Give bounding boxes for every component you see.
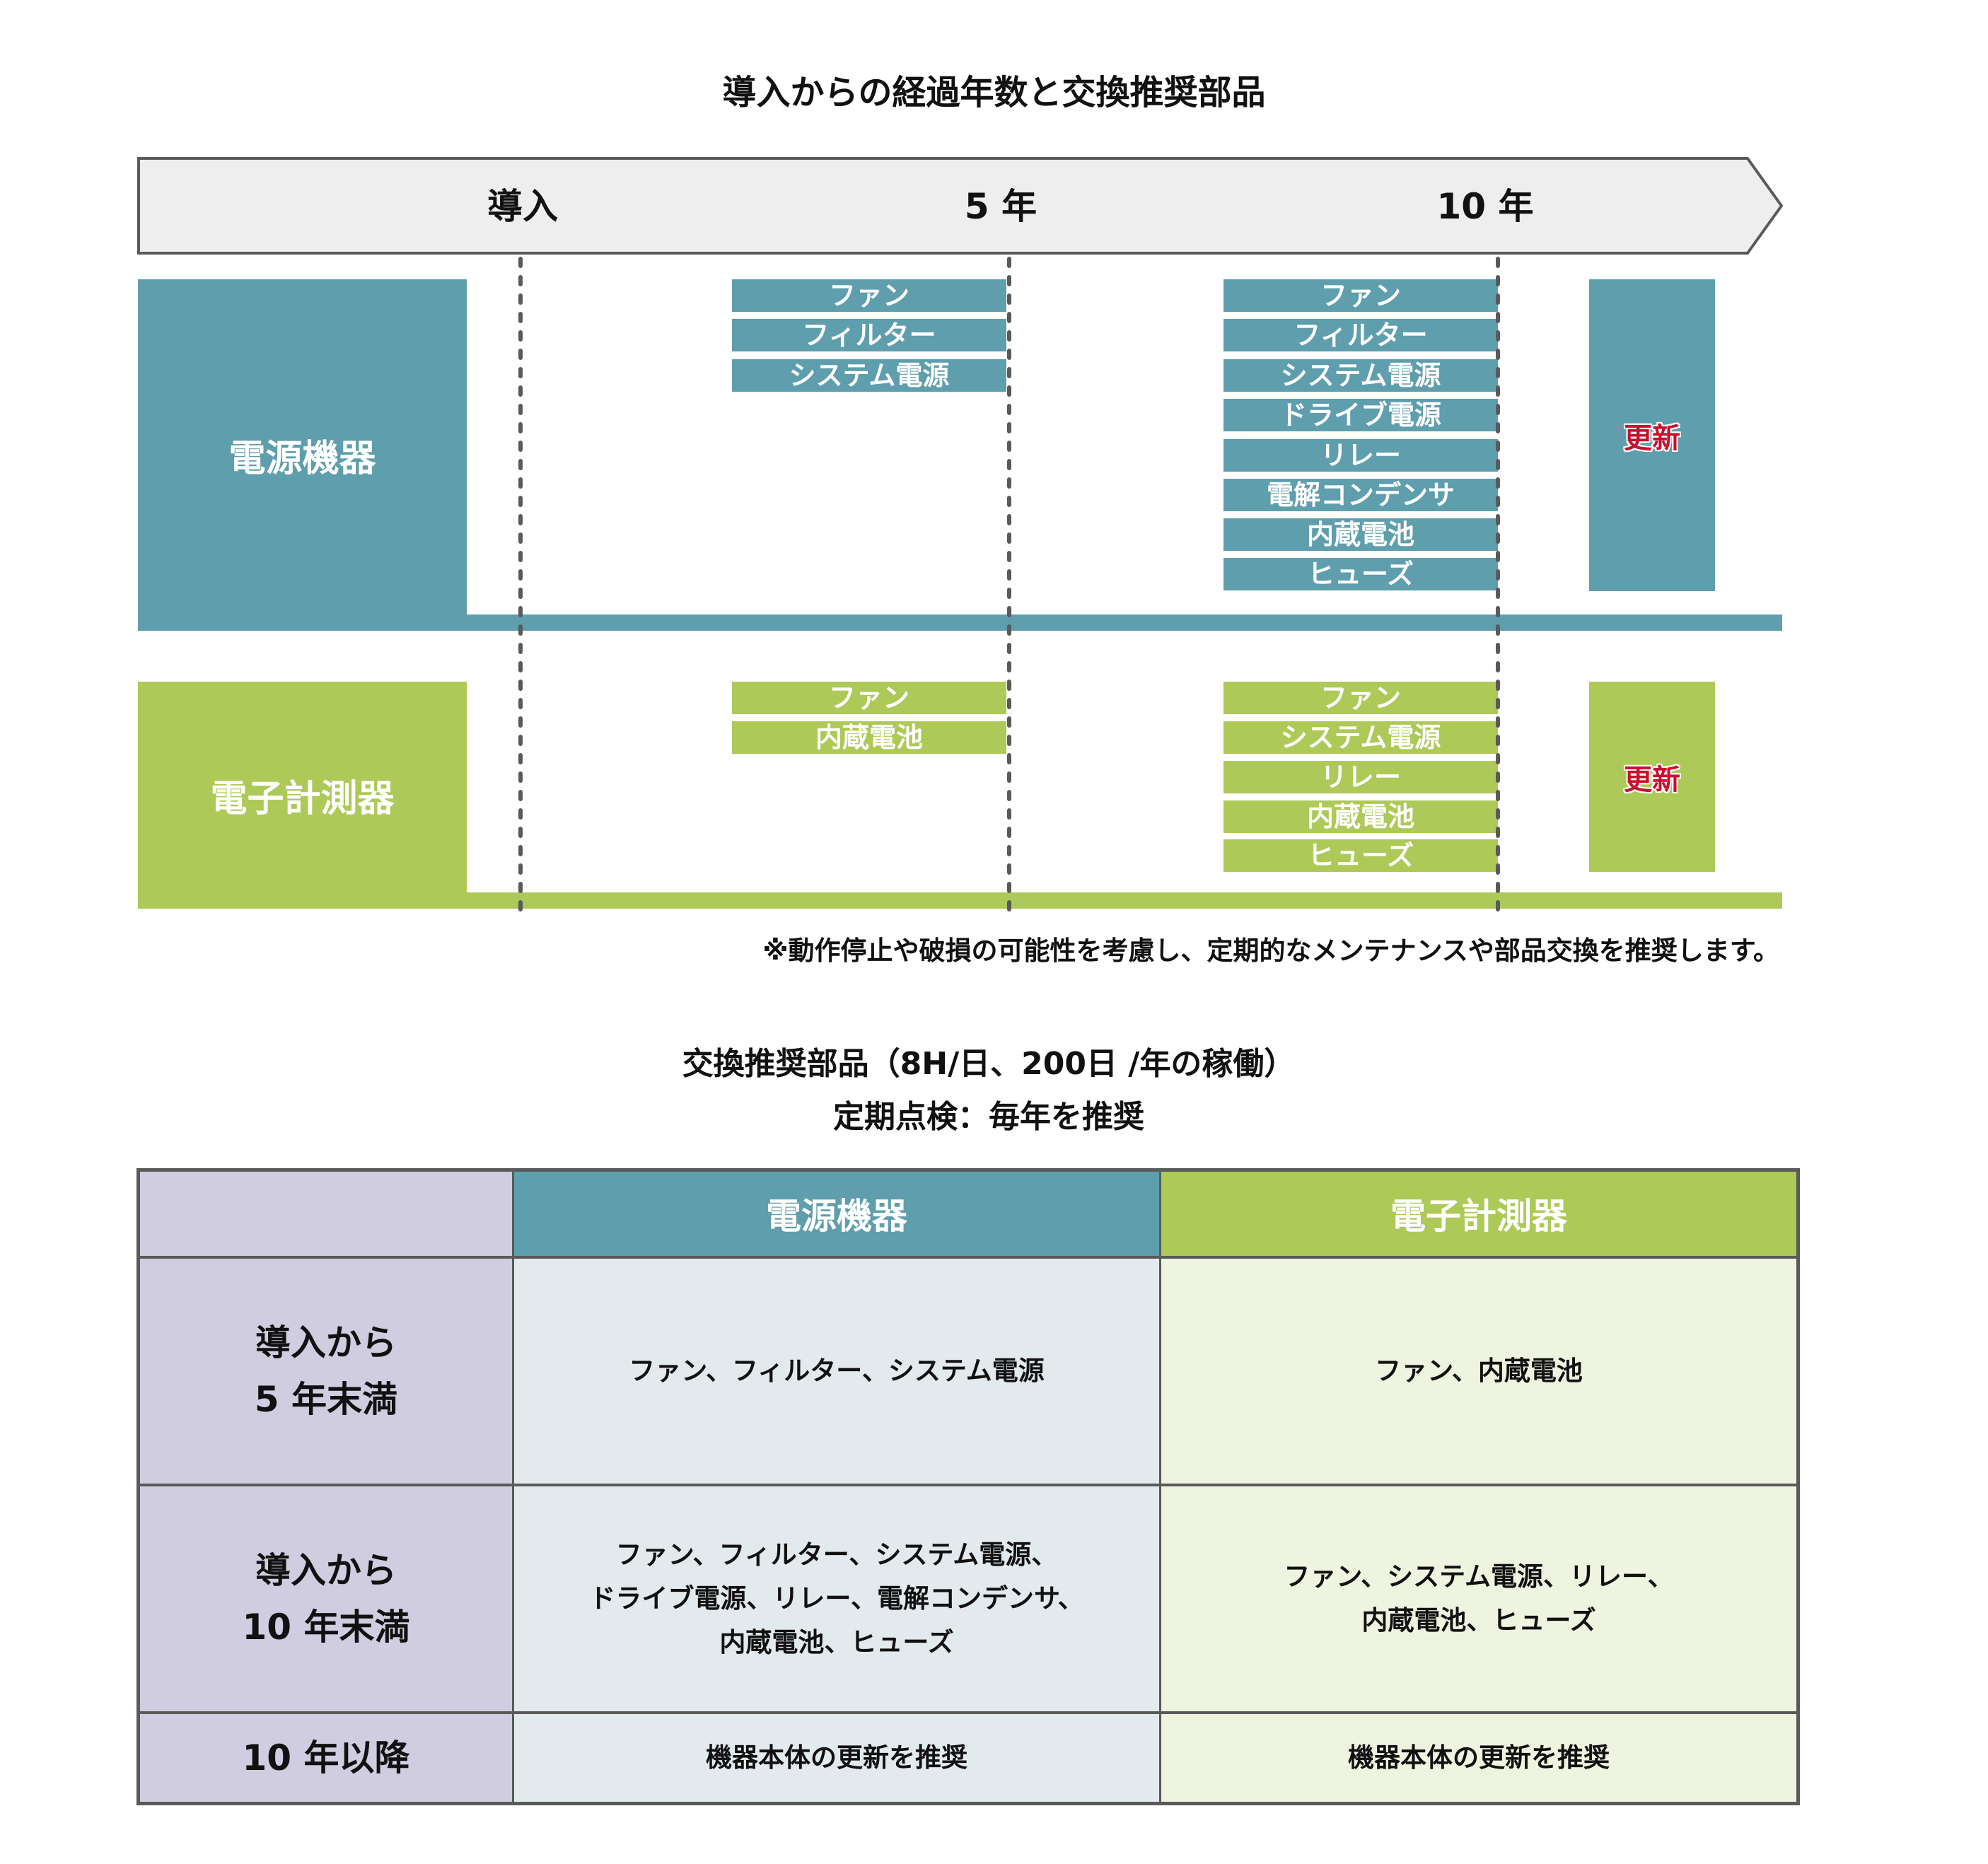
cell-text-line: ファン、内蔵電池	[1375, 1355, 1583, 1386]
power-10yr-part: システム電源	[1223, 359, 1498, 392]
row-label-line: 5 年末満	[254, 1378, 398, 1420]
power-10yr-part: 内蔵電池	[1223, 518, 1498, 551]
measure-under-5-years-cell: ファン、内蔵電池	[1159, 1255, 1799, 1486]
measure-10yr-part: ファン	[1223, 682, 1498, 714]
power-10yr-part: ドライブ電源	[1223, 399, 1498, 431]
power-equipment-label: 電源機器	[228, 438, 376, 480]
measuring-instruments-label: 電子計測器	[210, 778, 395, 820]
row-label-under-10-years: 導入から 10 年末満	[137, 1483, 514, 1714]
measure-renewal-label: 更新	[1624, 763, 1680, 796]
row-label-line: 導入から	[255, 1549, 397, 1591]
table-row: 導入から 5 年末満 ファン、フィルター、システム電源 ファン、内蔵電池	[137, 1255, 1799, 1486]
measure-10yr-part: ヒューズ	[1223, 839, 1498, 872]
measure-10yr-part: リレー	[1223, 761, 1498, 793]
power-10yr-part: リレー	[1223, 439, 1498, 472]
timeline-arrow	[137, 157, 1784, 255]
milestone-10-years: 10 年	[1436, 186, 1534, 227]
row-label-line: 導入から	[255, 1322, 397, 1363]
power-10-years-onward-cell: 機器本体の更新を推奨	[512, 1711, 1161, 1805]
cell-text-line: 内蔵電池、ヒューズ	[1361, 1604, 1596, 1636]
row-label-under-5-years: 導入から 5 年末満	[137, 1255, 514, 1486]
measure-10yr-part: 内蔵電池	[1223, 800, 1498, 833]
header-power-equipment: 電源機器	[512, 1168, 1161, 1259]
table-row: 導入から 10 年末満 ファン、フィルター、システム電源、 ドライブ電源、リレー…	[137, 1483, 1799, 1714]
power-equipment-band	[138, 614, 1782, 631]
power-renewal-label: 更新	[1624, 421, 1680, 455]
cell-text-line: 機器本体の更新を推奨	[706, 1742, 967, 1773]
milestone-introduction: 導入	[487, 186, 558, 227]
power-under-10-years-cell: ファン、フィルター、システム電源、 ドライブ電源、リレー、電解コンデンサ、 内蔵…	[512, 1483, 1161, 1714]
power-10yr-part: 電解コンデンサ	[1223, 479, 1498, 511]
row-label-line: 10 年末満	[242, 1606, 410, 1648]
power-10yr-part: ファン	[1223, 279, 1498, 312]
cell-text-line: ドライブ電源、リレー、電解コンデンサ、	[589, 1583, 1084, 1614]
cell-text-line: 内蔵電池、ヒューズ	[719, 1626, 954, 1658]
footnote: ※動作停止や破損の可能性を考慮し、定期的なメンテナンスや部品交換を推奨します。	[762, 936, 1779, 966]
header-corner-cell	[137, 1168, 514, 1259]
row-label-10-years-onward: 10 年以降	[137, 1711, 514, 1805]
measure-5yr-part: 内蔵電池	[732, 721, 1006, 754]
power-5yr-part: ファン	[732, 279, 1006, 312]
cell-text-line: ファン、フィルター、システム電源、	[615, 1539, 1058, 1570]
power-renewal-box: 更新	[1589, 279, 1715, 591]
measure-10-years-onward-cell: 機器本体の更新を推奨	[1159, 1711, 1799, 1805]
diagram-title: 導入からの経過年数と交換推奨部品	[722, 73, 1266, 112]
cell-text-line: 機器本体の更新を推奨	[1348, 1742, 1610, 1773]
power-under-5-years-cell: ファン、フィルター、システム電源	[512, 1255, 1161, 1486]
power-equipment-block	[138, 279, 467, 614]
power-10yr-part: フィルター	[1223, 319, 1498, 351]
power-5yr-part: システム電源	[732, 359, 1006, 392]
measure-10yr-part: システム電源	[1223, 721, 1498, 754]
cell-text-line: ファン、フィルター、システム電源	[629, 1355, 1045, 1386]
power-10yr-part: ヒューズ	[1223, 558, 1498, 590]
measure-5yr-part: ファン	[732, 682, 1006, 714]
row-label-line: 10 年以降	[242, 1737, 410, 1778]
table-subcaption: 定期点検：毎年を推奨	[833, 1099, 1144, 1135]
replacement-schedule-table: 電源機器 電子計測器 導入から 5 年末満 ファン、フィルター、システム電源 フ…	[136, 1168, 1800, 1805]
cell-text-line: ファン、システム電源、リレー、	[1284, 1561, 1674, 1592]
measure-renewal-box: 更新	[1589, 682, 1715, 872]
table-row: 10 年以降 機器本体の更新を推奨 機器本体の更新を推奨	[137, 1711, 1799, 1805]
measuring-instruments-block	[138, 682, 467, 892]
milestone-5-years: 5 年	[964, 186, 1037, 227]
measuring-instruments-band	[138, 892, 1782, 909]
power-5yr-part: フィルター	[732, 319, 1006, 351]
measure-under-10-years-cell: ファン、システム電源、リレー、 内蔵電池、ヒューズ	[1159, 1483, 1799, 1714]
header-measuring-instruments: 電子計測器	[1159, 1168, 1799, 1259]
table-header-row: 電源機器 電子計測器	[137, 1168, 1799, 1259]
table-caption: 交換推奨部品（8H/日、200日 /年の稼働）	[682, 1046, 1296, 1082]
